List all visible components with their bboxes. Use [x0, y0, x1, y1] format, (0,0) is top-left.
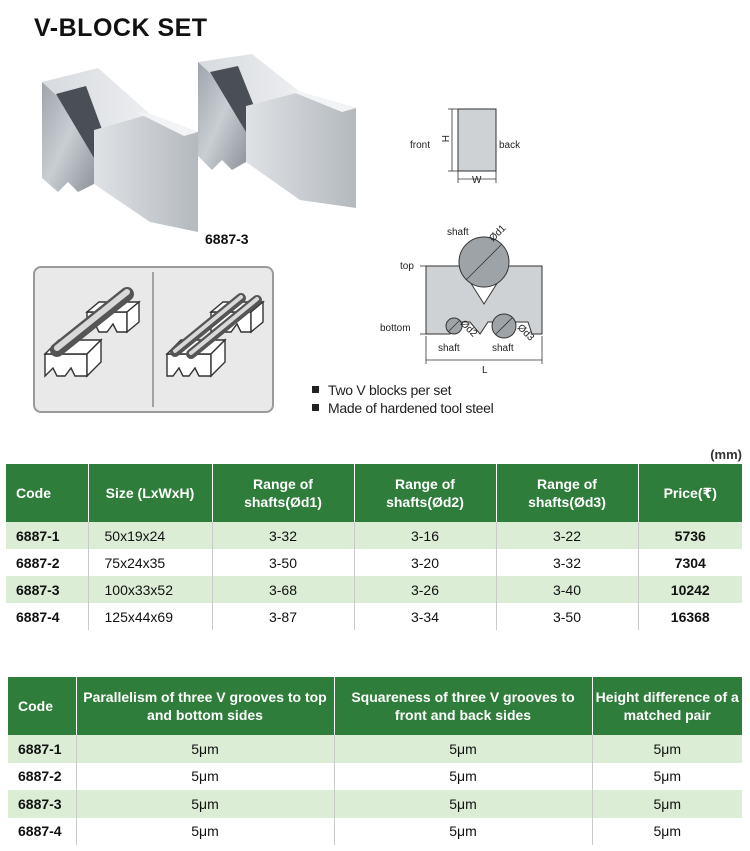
cell-squareness: 5μm [334, 817, 593, 845]
usage-drawing [43, 272, 265, 407]
spec-table-header: Code Size (LxWxH) Range of shafts(Ød1) R… [6, 464, 742, 522]
table-row: 6887-3 100x33x52 3-68 3-26 3-40 10242 [6, 576, 742, 603]
cell-range-d2: 3-26 [354, 576, 497, 603]
label-shaft-d2: shaft [438, 343, 460, 354]
v-block-photo [42, 54, 356, 232]
cell-price: 5736 [638, 522, 742, 549]
v-block-left [42, 68, 198, 232]
cell-code: 6887-3 [8, 790, 77, 818]
cell-price: 10242 [638, 576, 742, 603]
feature-item: Two V blocks per set [312, 381, 493, 399]
unit-label: (mm) [710, 447, 742, 462]
cell-squareness: 5μm [334, 762, 593, 790]
cell-range-d2: 3-34 [354, 603, 497, 630]
cell-range-d1: 3-32 [212, 522, 355, 549]
cell-price: 7304 [638, 549, 742, 576]
table-row: 6887-3 5μm 5μm 5μm [8, 790, 742, 818]
cell-parallelism: 5μm [76, 790, 335, 818]
col-price: Price(₹) [638, 464, 742, 522]
label-width: W [472, 175, 482, 185]
accuracy-table-header: Code Parallelism of three V grooves to t… [8, 677, 742, 735]
label-back: back [499, 140, 521, 151]
cell-height-difference: 5μm [592, 735, 742, 763]
cell-height-difference: 5μm [592, 762, 742, 790]
cell-code: 6887-4 [8, 817, 77, 845]
cell-range-d3: 3-40 [496, 576, 639, 603]
col-code: Code [6, 464, 89, 522]
cell-range-d2: 3-20 [354, 549, 497, 576]
cell-parallelism: 5μm [76, 762, 335, 790]
cell-squareness: 5μm [334, 735, 593, 763]
cell-range-d1: 3-68 [212, 576, 355, 603]
cell-size: 100x33x52 [88, 576, 213, 603]
label-front: front [410, 140, 430, 151]
col-code: Code [8, 677, 77, 735]
label-shaft-d1: shaft [447, 227, 469, 238]
cell-range-d3: 3-22 [496, 522, 639, 549]
shaft-single-icon [50, 287, 134, 357]
table-row: 6887-1 50x19x24 3-32 3-16 3-22 5736 [6, 522, 742, 549]
label-d1: Ød1 [487, 223, 508, 244]
cell-parallelism: 5μm [76, 817, 335, 845]
cell-range-d3: 3-50 [496, 603, 639, 630]
label-shaft-d3: shaft [492, 343, 514, 354]
feature-item: Made of hardened tool steel [312, 399, 494, 417]
side-view-diagram: front back H W [410, 108, 521, 185]
cell-code: 6887-1 [6, 522, 89, 549]
cell-squareness: 5μm [334, 790, 593, 818]
cell-size: 75x24x35 [88, 549, 213, 576]
cell-height-difference: 5μm [592, 790, 742, 818]
cell-code: 6887-1 [8, 735, 77, 763]
spec-table: Code Size (LxWxH) Range of shafts(Ød1) R… [6, 464, 742, 630]
col-squareness: Squareness of three V grooves to front a… [334, 677, 593, 735]
table-row: 6887-2 75x24x35 3-50 3-20 3-32 7304 [6, 549, 742, 576]
cell-code: 6887-3 [6, 576, 89, 603]
label-height: H [439, 135, 450, 142]
col-range-d2: Range of shafts(Ød2) [354, 464, 497, 522]
table-row: 6887-4 5μm 5μm 5μm [8, 817, 742, 845]
usage-illustration [33, 266, 274, 413]
cell-range-d3: 3-32 [496, 549, 639, 576]
col-height-difference: Height difference of a matched pair [592, 677, 742, 735]
front-view-diagram: shaft Ød1 top bottom shaft Ød2 shaft Ød3… [380, 223, 543, 376]
col-range-d3: Range of shafts(Ød3) [496, 464, 639, 522]
cell-range-d1: 3-50 [212, 549, 355, 576]
cell-code: 6887-2 [8, 762, 77, 790]
cell-code: 6887-2 [6, 549, 89, 576]
model-caption: 6887-3 [205, 231, 249, 247]
accuracy-table: Code Parallelism of three V grooves to t… [8, 677, 742, 845]
table-row: 6887-4 125x44x69 3-87 3-34 3-50 16368 [6, 603, 742, 630]
cell-range-d1: 3-87 [212, 603, 355, 630]
cell-price: 16368 [638, 603, 742, 630]
col-parallelism: Parallelism of three V grooves to top an… [76, 677, 335, 735]
shaft-double-icon [170, 293, 262, 359]
table-row: 6887-1 5μm 5μm 5μm [8, 735, 742, 763]
page-title: V-BLOCK SET [34, 14, 208, 42]
v-block-right [198, 54, 356, 208]
label-bottom: bottom [380, 323, 411, 334]
cell-range-d2: 3-16 [354, 522, 497, 549]
cell-height-difference: 5μm [592, 817, 742, 845]
label-length: L [482, 365, 488, 376]
feature-list: Two V blocks per set Made of hardened to… [312, 381, 494, 417]
cell-code: 6887-4 [6, 603, 89, 630]
table-row: 6887-2 5μm 5μm 5μm [8, 762, 742, 790]
cell-parallelism: 5μm [76, 735, 335, 763]
col-range-d1: Range of shafts(Ød1) [212, 464, 355, 522]
label-top: top [400, 261, 414, 272]
col-size: Size (LxWxH) [88, 464, 213, 522]
cell-size: 125x44x69 [88, 603, 213, 630]
cell-size: 50x19x24 [88, 522, 213, 549]
